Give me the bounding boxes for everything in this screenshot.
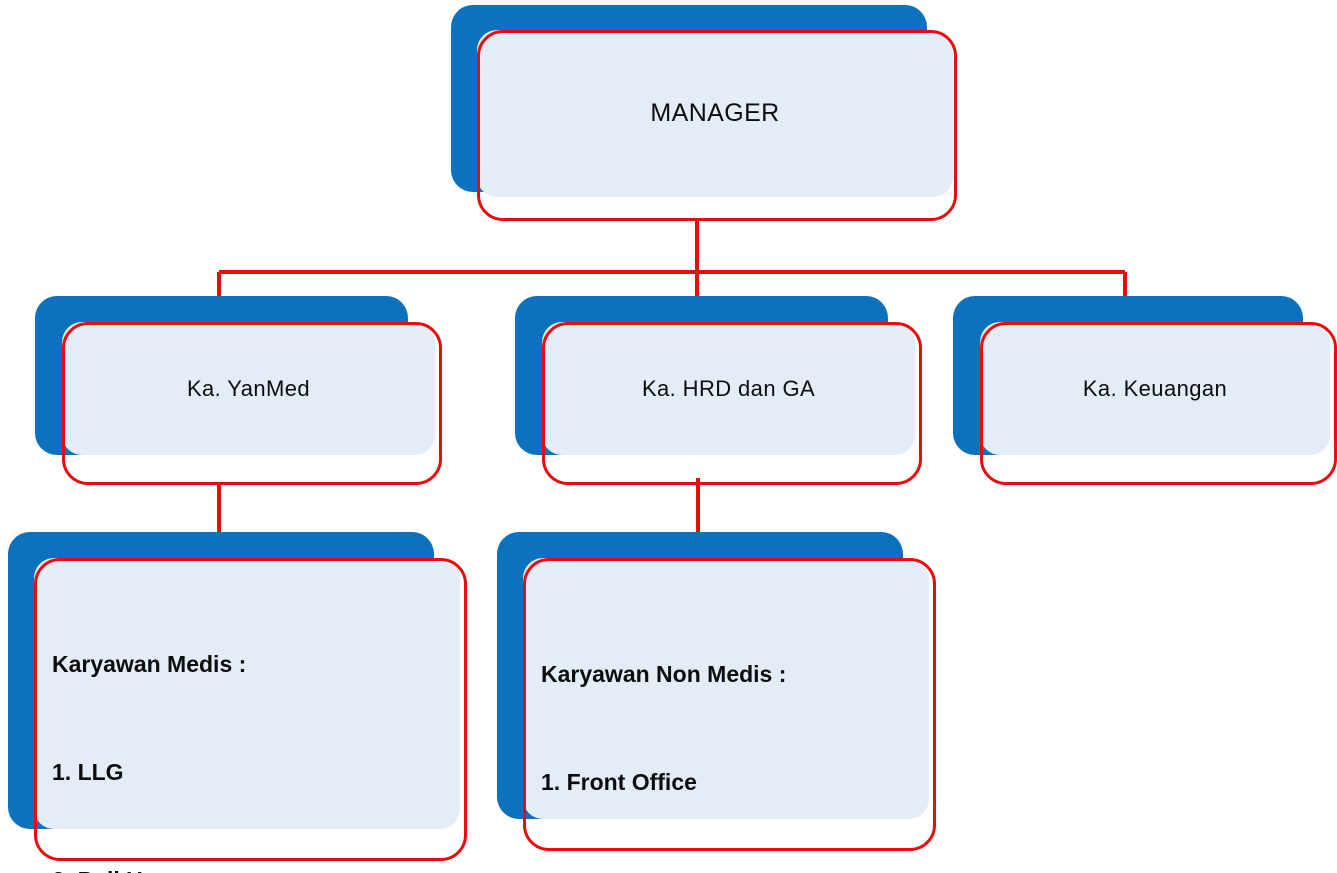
node-karyawan-medis-fill <box>34 558 460 829</box>
node-ka-yanmed-outline <box>62 322 442 485</box>
node-manager-outline <box>477 30 957 221</box>
node-karyawan-non-medis[interactable]: Karyawan Non Medis : 1. Front Office 2. … <box>497 532 942 857</box>
node-ka-keuangan-fill <box>980 322 1330 455</box>
node-karyawan-non-medis-fill <box>523 558 929 819</box>
node-ka-keuangan-outline <box>980 322 1337 485</box>
node-ka-keuangan-label: Ka. Keuangan <box>1082 375 1228 401</box>
node-ka-hrd-ga[interactable]: Ka. HRD dan GA <box>515 296 925 486</box>
node-ka-yanmed-fill <box>62 322 435 455</box>
node-karyawan-medis-outline <box>34 558 467 861</box>
node-karyawan-medis[interactable]: Karyawan Medis : 1. LLG 2. Poli Umum 3. … <box>8 532 473 873</box>
karyawan-non-medis-heading: Karyawan Non Medis : <box>541 661 787 687</box>
node-ka-yanmed-label: Ka. YanMed <box>186 375 311 401</box>
karyawan-medis-item-1: 1. LLG <box>52 759 124 785</box>
node-ka-keuangan[interactable]: Ka. Keuangan <box>953 296 1337 486</box>
node-ka-hrd-ga-label: Ka. HRD dan GA <box>641 375 816 401</box>
node-manager-label: MANAGER <box>650 99 780 127</box>
node-manager[interactable]: MANAGER <box>451 5 957 221</box>
karyawan-medis-heading: Karyawan Medis : <box>52 651 247 677</box>
node-karyawan-non-medis-outline <box>523 558 936 851</box>
node-karyawan-non-medis-text: Karyawan Non Medis : 1. Front Office 2. … <box>541 584 926 873</box>
node-manager-fill <box>477 30 953 197</box>
node-ka-yanmed[interactable]: Ka. YanMed <box>35 296 445 486</box>
node-karyawan-medis-text: Karyawan Medis : 1. LLG 2. Poli Umum 3. … <box>52 574 452 873</box>
node-ka-hrd-ga-fill <box>542 322 915 455</box>
karyawan-non-medis-item-1: 1. Front Office <box>541 769 697 795</box>
karyawan-medis-item-2: 2. Poli Umum <box>52 862 452 873</box>
node-ka-hrd-ga-outline <box>542 322 922 485</box>
